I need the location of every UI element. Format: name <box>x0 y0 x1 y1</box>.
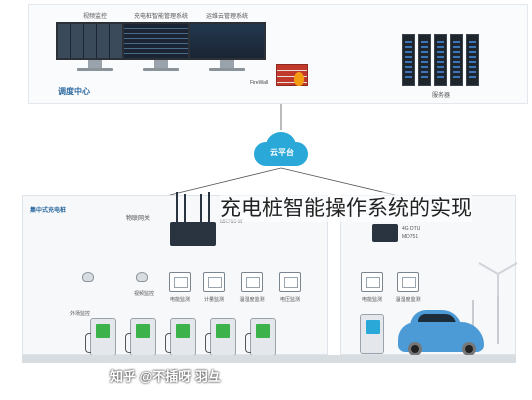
charging-pile-icon <box>245 318 276 356</box>
camera-icon <box>136 272 148 282</box>
meter-caption: 电压监测 <box>279 297 300 303</box>
monitor-stand <box>220 60 234 68</box>
charging-pile-icon <box>205 318 236 356</box>
meter-caption: 温湿度监测 <box>395 297 421 303</box>
monitor-base <box>209 68 245 71</box>
antenna-icon <box>208 192 210 222</box>
ground <box>22 355 516 363</box>
camera-caption: 视频监控 <box>134 291 155 297</box>
monitor-video: 视频监控 <box>56 12 134 71</box>
flame-icon <box>294 72 304 86</box>
antenna-icon <box>184 194 186 224</box>
firewall-label: FireWall <box>250 80 269 86</box>
thermometer-meter-icon <box>241 272 263 292</box>
monitor-caption: 运维云管理系统 <box>205 14 248 20</box>
energy-meter-icon <box>361 272 383 292</box>
dtu-model: MD751 <box>402 234 419 240</box>
meter-caption: 电能监测 <box>169 297 190 303</box>
monitor-caption: 视频监控 <box>82 14 107 20</box>
cloud-to-right-line <box>280 167 396 196</box>
monitor-base <box>143 68 179 71</box>
monitor-base <box>77 68 113 71</box>
meter-caption: 电能监测 <box>361 297 382 303</box>
server-rack-icon <box>450 34 463 86</box>
metering-icon <box>203 272 225 292</box>
outdoor-camera-caption: 外场监控 <box>70 311 91 317</box>
server-rack-icon <box>402 34 415 86</box>
gateway-model: MR760-W <box>220 219 243 225</box>
meter-caption: 计量监测 <box>203 297 224 303</box>
camera-icon <box>82 272 94 282</box>
antenna-icon <box>176 192 178 222</box>
charging-pile-icon <box>85 318 116 356</box>
dtu-label: 4G DTU <box>402 226 421 232</box>
charging-pile-icon <box>360 314 384 354</box>
cloud-label: 云平台 <box>270 148 294 157</box>
car-wheel <box>462 342 476 356</box>
turbine-blade <box>497 274 499 296</box>
overlay-title: 充电桩智能操作系统的实现 <box>220 192 472 222</box>
left-panel-title: 集中式充电桩 <box>30 208 67 214</box>
monitor-screen <box>188 22 266 60</box>
car-wheel <box>408 342 422 356</box>
thermometer-meter-icon <box>397 272 419 292</box>
server-rack-icon <box>466 34 479 86</box>
monitor-caption: 充电桩智能管理系统 <box>133 14 188 20</box>
iot-gateway-icon <box>170 222 216 246</box>
center-label: 调度中心 <box>58 87 90 96</box>
monitor-stand <box>88 60 102 68</box>
energy-meter-icon <box>169 272 191 292</box>
monitor-ops-cloud: 运维云管理系统 <box>188 12 266 71</box>
charging-pile-icon <box>125 318 156 356</box>
server-caption: 服务器 <box>432 93 451 99</box>
watermark: 知乎 @不插呀 羽彑 <box>110 369 221 384</box>
charging-pile-icon <box>165 318 196 356</box>
cloud-to-left-line <box>169 167 282 196</box>
voltage-meter-icon <box>279 272 301 292</box>
server-rack-icon <box>434 34 447 86</box>
cloud-icon <box>248 130 314 168</box>
wind-turbine-icon <box>497 274 499 344</box>
gateway-label: 物联网关 <box>126 216 151 222</box>
meter-caption: 温湿度监测 <box>239 297 265 303</box>
wind-turbine-icon <box>472 300 474 340</box>
server-rack-icon <box>418 34 431 86</box>
dtu-icon <box>372 224 398 242</box>
monitor-screen <box>56 22 134 60</box>
monitor-stand <box>154 60 168 68</box>
antenna-icon <box>200 194 202 224</box>
